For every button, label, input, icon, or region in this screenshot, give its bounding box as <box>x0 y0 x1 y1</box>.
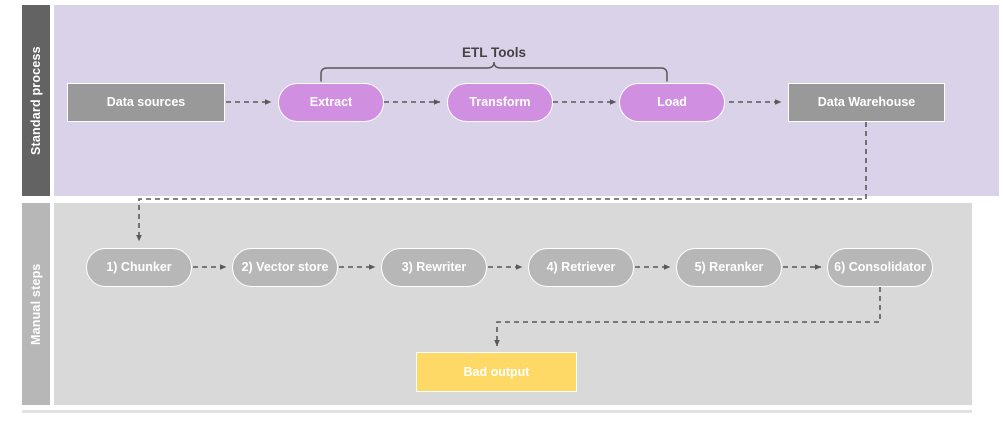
node-load[interactable]: Load <box>619 83 725 122</box>
node-reranker[interactable]: 5) Reranker <box>676 248 782 287</box>
lane-label-standard-process: Standard process <box>22 5 50 196</box>
node-chunker[interactable]: 1) Chunker <box>86 248 192 287</box>
etl-tools-caption: ETL Tools <box>462 45 526 60</box>
node-bad-output[interactable]: Bad output <box>416 352 577 392</box>
bottom-divider <box>22 410 972 413</box>
node-data-warehouse[interactable]: Data Warehouse <box>788 83 945 122</box>
node-extract[interactable]: Extract <box>278 83 384 122</box>
node-rewriter[interactable]: 3) Rewriter <box>381 248 487 287</box>
node-vector-store[interactable]: 2) Vector store <box>232 248 338 287</box>
node-consolidator[interactable]: 6) Consolidator <box>827 248 933 287</box>
lane-label-manual-steps: Manual steps <box>22 203 50 405</box>
node-data-sources[interactable]: Data sources <box>67 83 225 122</box>
node-retriever[interactable]: 4) Retriever <box>528 248 634 287</box>
node-transform[interactable]: Transform <box>447 83 553 122</box>
